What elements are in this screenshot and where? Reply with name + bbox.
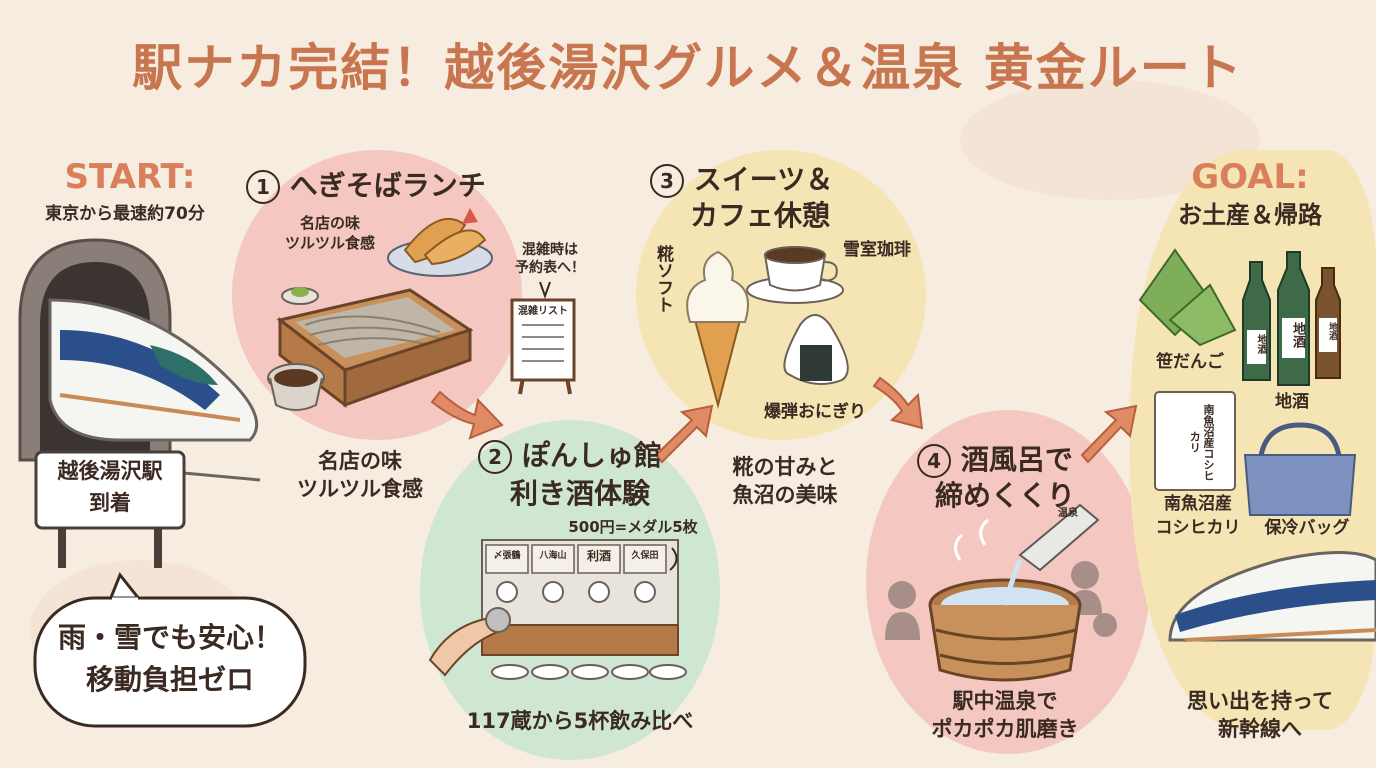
sake-bottle-label: 地酒 (1255, 334, 1266, 354)
goal-caption-line1: 思い出を持って (1187, 689, 1333, 713)
onigiri-label: 爆弾おにぎり (764, 402, 866, 422)
step3-title-line1: スイーツ＆ (693, 163, 834, 196)
tunnel-train-illustration (18, 238, 261, 482)
flow-arrow (654, 404, 714, 464)
machine-label: 久保田 (631, 551, 659, 561)
step4-title-line1: 酒風呂で (960, 443, 1073, 476)
step4-title-line2: 締めくくり (934, 479, 1075, 512)
step1-note1-line1: 名店の味 (299, 214, 360, 232)
step1-caption-line2: ツルツル食感 (297, 477, 423, 501)
bubble-line2: 移動負担ゼロ (85, 663, 254, 696)
step1-note2-line1: 混雑時は (522, 242, 578, 258)
step4-caption-line1: 駅中温泉で (952, 689, 1058, 713)
step2-title-line2: 利き酒体験 (509, 477, 650, 510)
rice-label-line2: コシヒカリ (1155, 518, 1241, 538)
station-sign (34, 450, 186, 568)
sake-bottles-illustration (1242, 251, 1341, 386)
goal-caption-line2: 新幹線へ (1218, 717, 1302, 741)
rice-bag-illustration (1154, 391, 1236, 491)
cooler-bag-illustration (1243, 422, 1357, 516)
rice-label-line1: 南魚沼産 (1164, 494, 1232, 514)
step2-number: 2 (478, 440, 513, 474)
step2-heading: 2 ぽんしゅ館 (460, 438, 680, 474)
flow-arrow (872, 376, 924, 430)
machine-label: 八海山 (539, 551, 567, 561)
step1-heading: 1 へぎそばランチ (246, 168, 506, 204)
rice-bag-text: 南魚沼産コシヒカリ (1188, 403, 1215, 481)
step3-number: 3 (650, 164, 684, 198)
step1-note1-line2: ツルツル食感 (284, 234, 375, 252)
step3-caption-line2: 魚沼の美味 (732, 483, 838, 507)
start-subtitle: 東京から最速約70分 (45, 204, 205, 224)
sake-machines (428, 539, 687, 680)
goal-label: GOAL: (1191, 157, 1309, 197)
step1-number: 1 (246, 170, 280, 204)
reservation-board (510, 281, 576, 395)
onsen-bottle-label: 温泉 (1058, 508, 1078, 519)
sake-bottle-label: 地酒 (1327, 322, 1337, 340)
sake-label: 地酒 (1275, 392, 1309, 412)
goal-subtitle: お土産＆帰路 (1178, 201, 1322, 229)
speech-bubble (33, 572, 307, 728)
step1-title: へぎそばランチ (289, 169, 486, 202)
softcream-label: 糀ソフト (653, 245, 673, 313)
step1-board-label: 混雑リスト (518, 306, 568, 317)
step3-heading: 3 スイーツ＆ (650, 162, 860, 198)
step2-title-line1: ぽんしゅ館 (521, 439, 662, 472)
start-label: START: (64, 157, 196, 197)
goal-shinkansen-illustration (1168, 551, 1376, 642)
step3-title-line2: カフェ休憩 (690, 199, 831, 232)
coffee-cup-illustration (746, 246, 844, 304)
onsen-illustration (885, 503, 1117, 682)
pointer-arrow (669, 547, 678, 571)
soba-illustration (267, 287, 474, 411)
step3-caption-line1: 糀の甘みと (732, 455, 838, 479)
tempura-illustration (387, 208, 493, 277)
step2-price-note: 500円=メダル5枚 (568, 518, 698, 536)
sasa-dango-illustration (1138, 248, 1237, 347)
soft-cream-illustration (686, 250, 749, 409)
onigiri-illustration (783, 314, 849, 385)
flow-arrow (430, 390, 504, 440)
step4-number: 4 (917, 444, 952, 478)
step1-note2-line2: 予約表へ！ (515, 260, 585, 276)
coffee-label: 雪室珈琲 (843, 240, 911, 260)
step1-caption-line1: 名店の味 (318, 449, 402, 473)
bag-label: 保冷バッグ (1264, 518, 1350, 538)
sake-bottle-label: 地酒 (1290, 322, 1305, 348)
step2-caption: 117蔵から5杯飲み比べ (466, 709, 694, 733)
station-sign-line1: 越後湯沢駅 (57, 459, 163, 483)
dango-label: 笹だんご (1156, 352, 1224, 372)
flow-arrow (1080, 404, 1138, 464)
station-sign-line2: 到着 (89, 491, 131, 515)
machine-label: 〆張鶴 (493, 551, 521, 561)
bubble-line1: 雨・雪でも安心！ (57, 621, 282, 654)
machine-label: 利酒 (586, 549, 611, 563)
step4-caption-line2: ポカポカ肌磨き (931, 717, 1079, 741)
page-title: 駅ナカ完結！越後湯沢グルメ＆温泉 黄金ルート (132, 39, 1244, 97)
step4-heading: 4 酒風呂で (900, 442, 1090, 478)
